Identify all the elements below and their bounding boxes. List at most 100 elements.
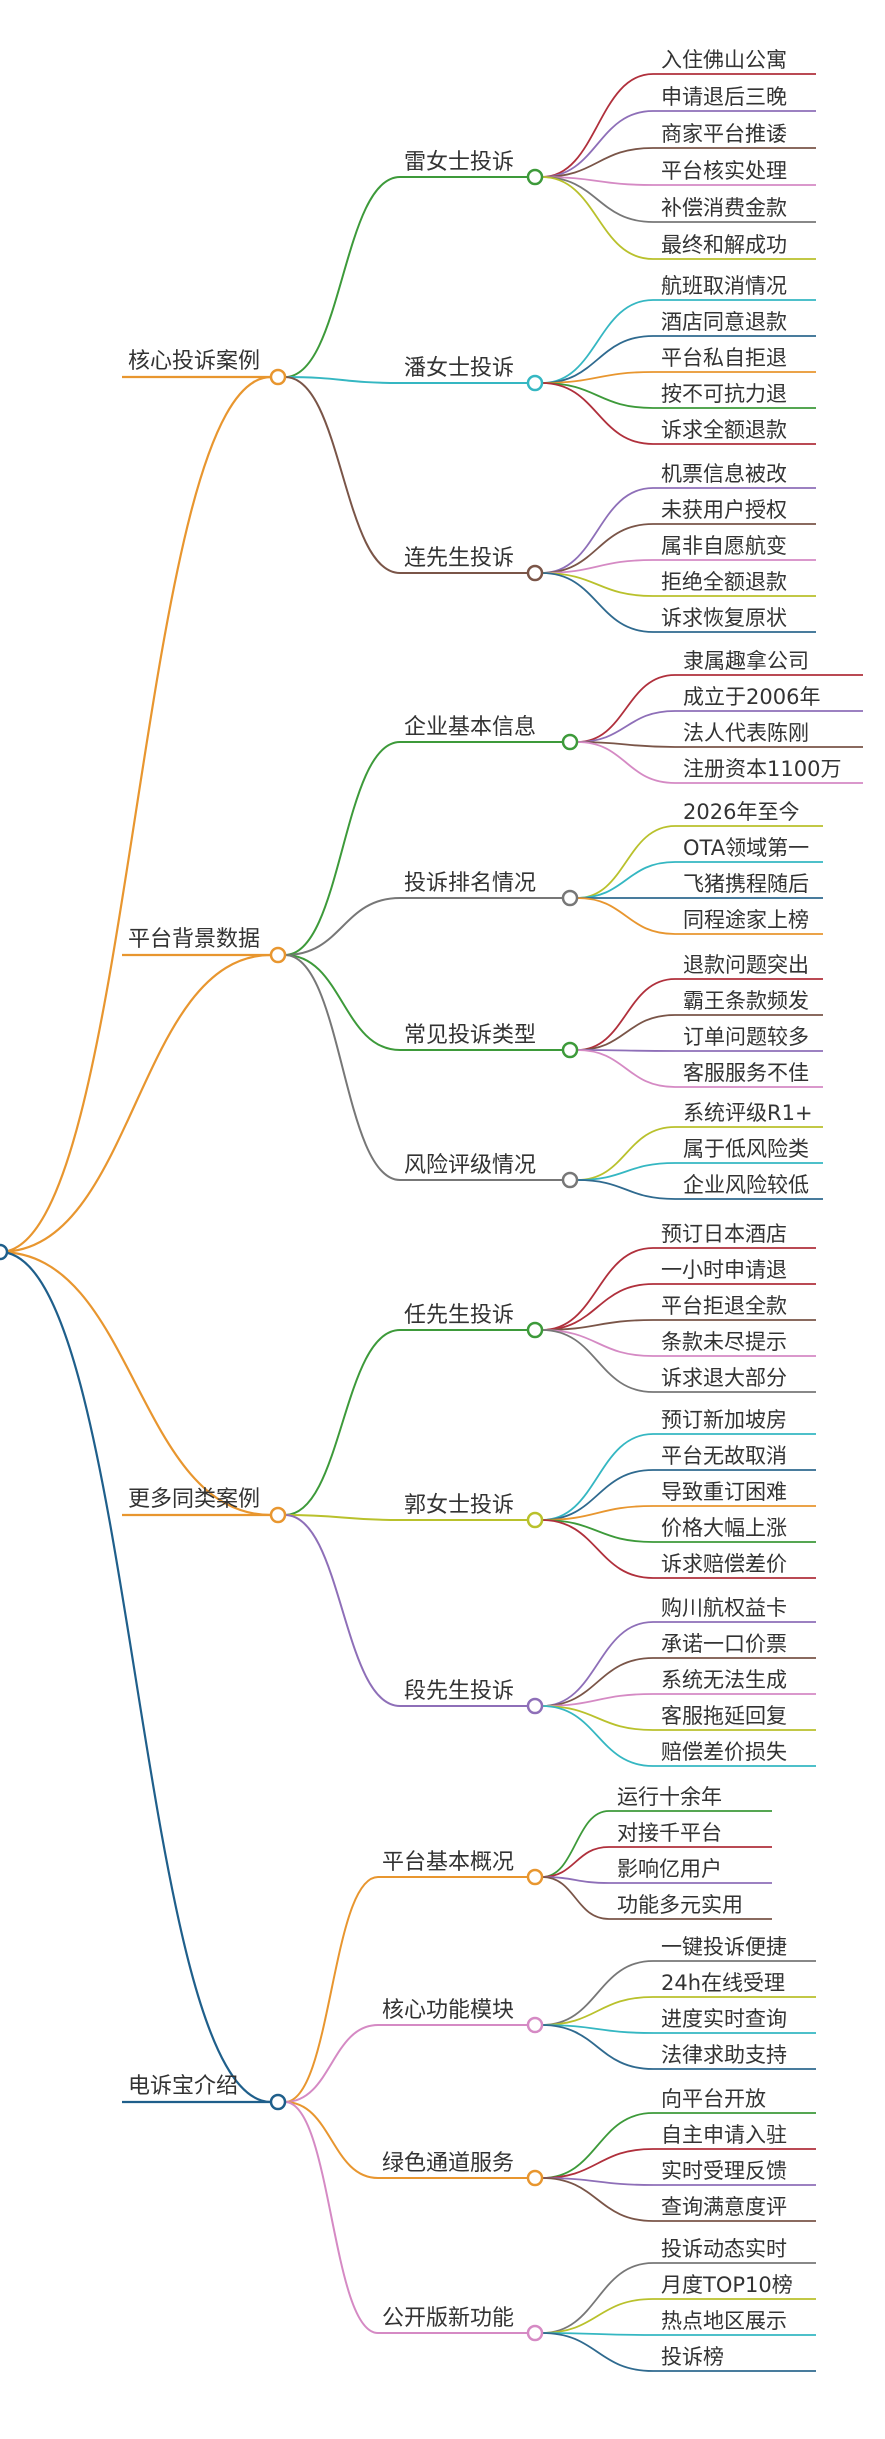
topic-node[interactable] [526,564,544,582]
leaf-label[interactable]: 同程途家上榜 [683,908,809,932]
leaf-label[interactable]: 条款未尽提示 [661,1330,787,1354]
leaf-label[interactable]: 向平台开放 [661,2087,766,2111]
leaf-label[interactable]: 投诉动态实时 [661,2237,787,2261]
branch-node[interactable] [269,946,287,964]
leaf-label[interactable]: 查询满意度评 [661,2195,787,2219]
leaf-label[interactable]: 成立于2006年 [683,685,820,709]
leaf-label[interactable]: 最终和解成功 [661,233,787,257]
leaf-label[interactable]: 一键投诉便捷 [661,1935,787,1959]
topic-node[interactable] [526,1511,544,1529]
leaf-label[interactable]: 实时受理反馈 [661,2159,787,2183]
leaf-label[interactable]: 一小时申请退 [661,1258,787,1282]
branch-label[interactable]: 平台背景数据 [128,927,260,952]
leaf-label[interactable]: 功能多元实用 [617,1893,743,1917]
leaf-label[interactable]: 诉求赔偿差价 [661,1552,787,1576]
leaf-label[interactable]: 投诉榜 [661,2345,724,2369]
leaf-label[interactable]: 属于低风险类 [683,1137,809,1161]
topic-label[interactable]: 潘女士投诉 [404,356,514,381]
topic-node[interactable] [526,2016,544,2034]
topic-label[interactable]: 企业基本信息 [404,715,536,740]
leaf-label[interactable]: 平台无故取消 [661,1444,787,1468]
leaf-label[interactable]: 平台私自拒退 [661,346,787,370]
leaf-label[interactable]: 预订日本酒店 [661,1222,787,1246]
leaf-label[interactable]: 注册资本1100万 [683,757,841,781]
leaf-label[interactable]: 客服拖延回复 [661,1704,787,1728]
leaf-label[interactable]: OTA领域第一 [683,836,809,860]
leaf-label[interactable]: 未获用户授权 [661,498,787,522]
leaf-label[interactable]: 2026年至今 [683,800,799,824]
leaf-label[interactable]: 申请退后三晚 [661,85,787,109]
leaf-label[interactable]: 企业风险较低 [683,1173,809,1197]
leaf-label[interactable]: 进度实时查询 [661,2007,787,2031]
leaf-label[interactable]: 系统评级R1+ [683,1101,813,1125]
leaf-label[interactable]: 系统无法生成 [661,1668,787,1692]
topic-node[interactable] [561,733,579,751]
leaf-label[interactable]: 自主申请入驻 [661,2123,787,2147]
leaf-label[interactable]: 航班取消情况 [661,274,787,298]
leaf-label[interactable]: 平台核实处理 [661,159,787,183]
leaf-label[interactable]: 按不可抗力退 [661,382,787,406]
topic-label[interactable]: 郭女士投诉 [404,1493,514,1518]
topic-label[interactable]: 核心功能模块 [382,1998,514,2023]
leaf-label[interactable]: 价格大幅上涨 [661,1516,787,1540]
leaf-label[interactable]: 机票信息被改 [661,462,787,486]
leaf-label[interactable]: 法人代表陈刚 [683,721,809,745]
branch-label[interactable]: 更多同类案例 [128,1487,260,1512]
topic-node[interactable] [561,889,579,907]
topic-node[interactable] [526,2324,544,2342]
leaf-label[interactable]: 法律求助支持 [661,2043,787,2067]
leaf-label[interactable]: 退款问题突出 [683,953,809,977]
branch-label[interactable]: 核心投诉案例 [128,349,260,374]
leaf-label[interactable]: 诉求退大部分 [661,1366,787,1390]
leaf-label[interactable]: 客服服务不佳 [683,1061,809,1085]
leaf-label[interactable]: 赔偿差价损失 [661,1740,787,1764]
leaf-label[interactable]: 导致重订困难 [661,1480,787,1504]
leaf-label[interactable]: 拒绝全额退款 [661,570,787,594]
topic-label[interactable]: 常见投诉类型 [404,1023,536,1048]
leaf-label[interactable]: 商家平台推诿 [661,122,787,146]
branch-label[interactable]: 电诉宝介绍 [128,2074,238,2099]
topic-node[interactable] [561,1041,579,1059]
topic-label[interactable]: 风险评级情况 [404,1153,536,1178]
leaf-label[interactable]: 月度TOP10榜 [661,2273,793,2297]
leaf-label[interactable]: 诉求全额退款 [661,418,787,442]
leaf-label[interactable]: 承诺一口价票 [661,1632,787,1656]
topic-label[interactable]: 平台基本概况 [382,1850,514,1875]
topic-label[interactable]: 公开版新功能 [382,2306,514,2331]
topic-label[interactable]: 任先生投诉 [404,1303,514,1328]
branch-node[interactable] [269,1506,287,1524]
leaf-label[interactable]: 属非自愿航变 [661,534,787,558]
topic-node[interactable] [526,168,544,186]
topic-node[interactable] [526,1697,544,1715]
topic-label[interactable]: 连先生投诉 [404,546,514,571]
topic-node[interactable] [561,1171,579,1189]
branch-node[interactable] [269,2093,287,2111]
topic-label[interactable]: 段先生投诉 [404,1679,514,1704]
topic-node[interactable] [526,1321,544,1339]
leaf-label[interactable]: 订单问题较多 [683,1025,809,1049]
leaf-label[interactable]: 对接千平台 [617,1821,722,1845]
leaf-label[interactable]: 诉求恢复原状 [661,606,787,630]
leaf-connector [541,1960,654,2026]
branch-node[interactable] [269,368,287,386]
leaf-label[interactable]: 预订新加坡房 [661,1408,787,1432]
leaf-label[interactable]: 购川航权益卡 [661,1596,787,1620]
leaf-label[interactable]: 霸王条款频发 [683,989,809,1013]
leaf-label[interactable]: 隶属趣拿公司 [683,649,809,673]
leaf-label[interactable]: 入住佛山公寓 [661,48,787,72]
topic-node[interactable] [526,2169,544,2187]
leaf-label[interactable]: 24h在线受理 [661,1971,785,1995]
leaf-label[interactable]: 酒店同意退款 [661,310,787,334]
leaf-label[interactable]: 补偿消费金款 [661,196,787,220]
leaf-label[interactable]: 热点地区展示 [661,2309,787,2333]
topic-node[interactable] [526,1868,544,1886]
leaf-label[interactable]: 影响亿用户 [617,1857,722,1881]
leaf-label[interactable]: 平台拒退全款 [661,1294,787,1318]
topic-label[interactable]: 雷女士投诉 [404,150,514,175]
leaf-label[interactable]: 运行十余年 [617,1785,722,1809]
topic-label[interactable]: 投诉排名情况 [404,871,536,896]
root-node[interactable] [0,1243,9,1261]
topic-label[interactable]: 绿色通道服务 [382,2151,514,2176]
topic-node[interactable] [526,374,544,392]
leaf-label[interactable]: 飞猪携程随后 [683,872,809,896]
